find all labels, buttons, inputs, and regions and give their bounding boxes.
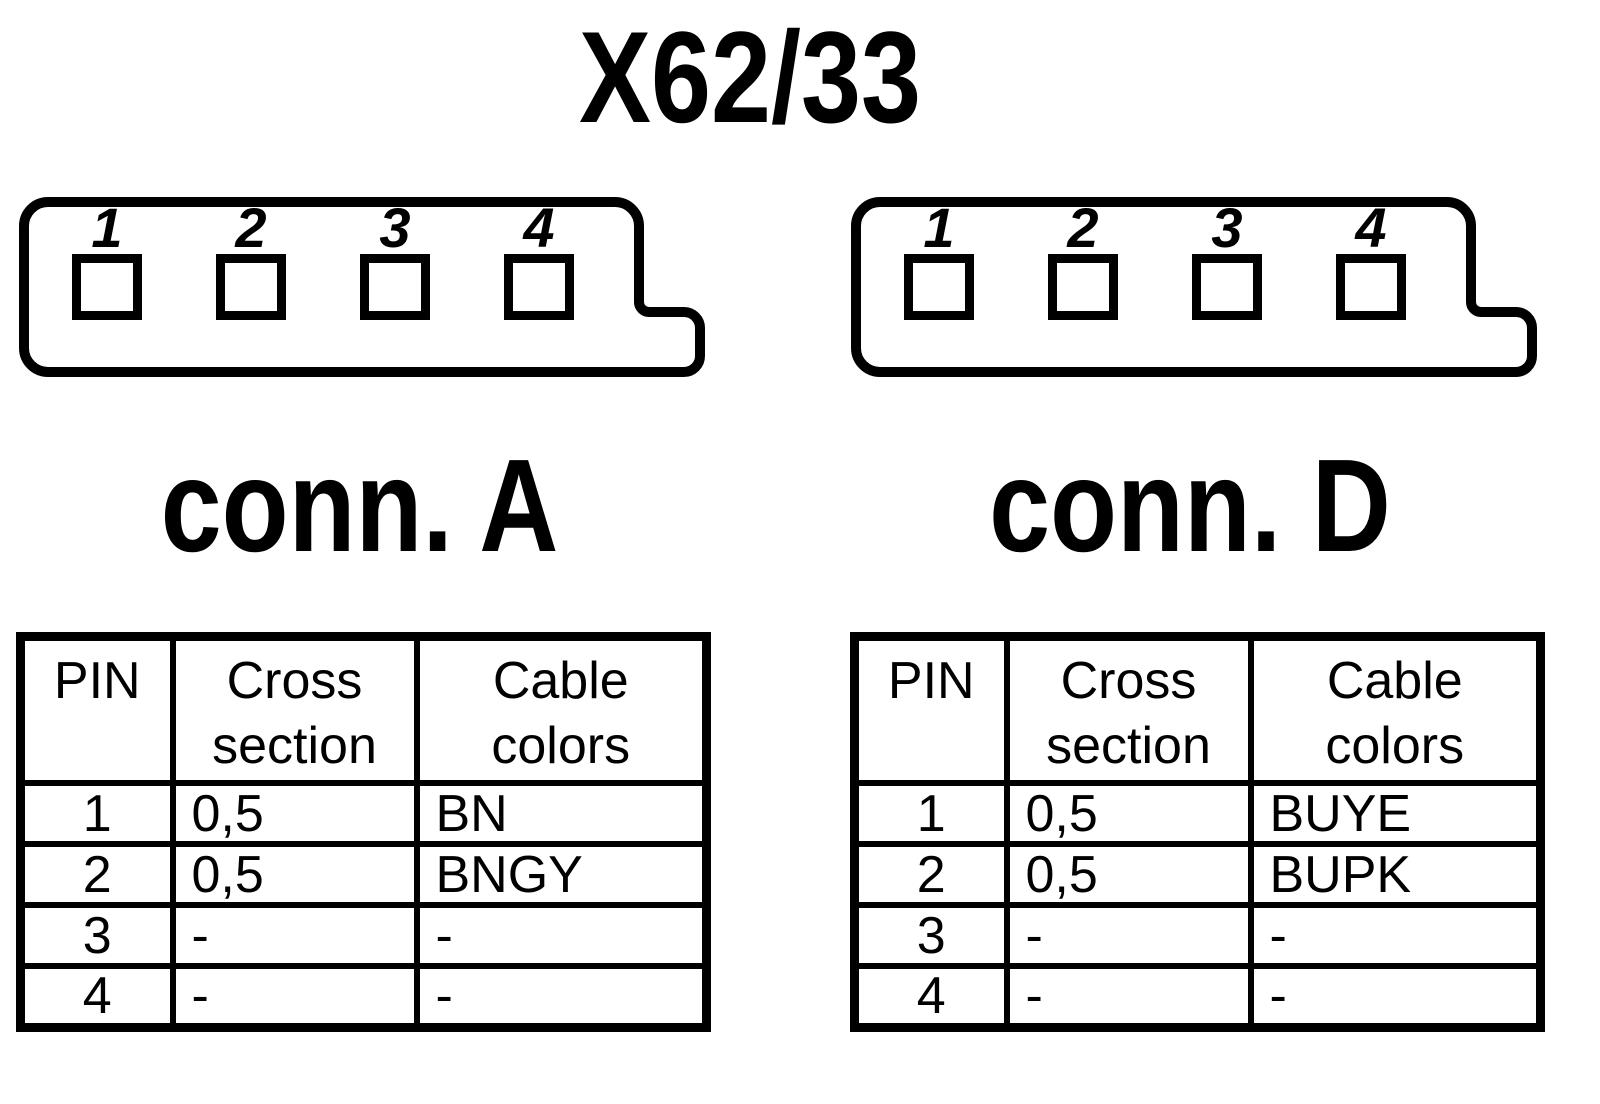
pin-number: 1 (923, 196, 955, 259)
pin-square (1048, 254, 1118, 320)
cable-color-cell: BN (413, 780, 710, 847)
pin-2: 2 (216, 192, 286, 322)
cable-color-cell: - (1247, 963, 1544, 1031)
pin-cell: 1 (17, 780, 176, 847)
pin-square (1336, 254, 1406, 320)
cross-section-cell: 0,5 (1003, 841, 1254, 908)
col-header-cross-section: Cross section (1003, 633, 1254, 786)
table-row: 4 - - (851, 963, 1544, 1031)
col-header-cross-section: Cross section (169, 633, 420, 786)
table-row: 2 0,5 BNGY (17, 841, 710, 908)
cross-section-cell: - (1003, 902, 1254, 969)
pin-1: 1 (72, 192, 142, 322)
col-header-pin: PIN (17, 633, 176, 786)
pin-4: 4 (504, 192, 574, 322)
pin-table-conn-d: PIN Cross section Cable colors 1 0,5 BUY… (850, 632, 1545, 1032)
col-header-cable-colors: Cable colors (413, 633, 710, 786)
cross-section-cell: 0,5 (169, 780, 420, 847)
cable-color-cell: BUPK (1247, 841, 1544, 908)
cross-section-cell: 0,5 (169, 841, 420, 908)
page-title-text: X62/33 (579, 4, 921, 150)
pin-cell: 1 (851, 780, 1010, 847)
pin-3: 3 (1192, 192, 1262, 322)
table-row: 2 0,5 BUPK (851, 841, 1544, 908)
pin-square (216, 254, 286, 320)
table-row: 4 - - (17, 963, 710, 1031)
cable-color-cell: - (1247, 902, 1544, 969)
header-row: PIN Cross section Cable colors (17, 633, 710, 786)
col-header-pin: PIN (851, 633, 1010, 786)
connector-drawing-d: 1 2 3 4 (846, 192, 1546, 382)
table-row: 3 - - (17, 902, 710, 969)
pin-square (1192, 254, 1262, 320)
cross-section-cell: - (169, 902, 420, 969)
cable-color-cell: BNGY (413, 841, 710, 908)
pin-square (360, 254, 430, 320)
pin-4: 4 (1336, 192, 1406, 322)
cross-section-cell: - (1003, 963, 1254, 1031)
page-title: X62/33 (0, 12, 1500, 142)
pin-cell: 2 (851, 841, 1010, 908)
pin-cell: 3 (851, 902, 1010, 969)
pin-number: 3 (1211, 196, 1243, 259)
connector-drawing-a: 1 2 3 4 (14, 192, 714, 382)
pin-number: 3 (379, 196, 411, 259)
pin-cell: 2 (17, 841, 176, 908)
table-row: 3 - - (851, 902, 1544, 969)
connector-d-label: conn. D (840, 440, 1540, 572)
pin-square (72, 254, 142, 320)
pin-cell: 3 (17, 902, 176, 969)
pin-table-conn-a: PIN Cross section Cable colors 1 0,5 BN … (16, 632, 711, 1032)
connector-a-label: conn. A (10, 440, 710, 572)
cable-color-cell: - (413, 963, 710, 1031)
table-row: 1 0,5 BUYE (851, 780, 1544, 847)
pin-1: 1 (904, 192, 974, 322)
pin-number: 2 (235, 196, 267, 259)
connector-a-label-text: conn. A (161, 432, 559, 579)
cross-section-cell: - (169, 963, 420, 1031)
table-row: 1 0,5 BN (17, 780, 710, 847)
header-row: PIN Cross section Cable colors (851, 633, 1544, 786)
pin-3: 3 (360, 192, 430, 322)
pin-number: 4 (523, 196, 555, 259)
cable-color-cell: BUYE (1247, 780, 1544, 847)
pin-square (504, 254, 574, 320)
pin-2: 2 (1048, 192, 1118, 322)
pin-cell: 4 (17, 963, 176, 1031)
pin-number: 2 (1067, 196, 1099, 259)
cable-color-cell: - (413, 902, 710, 969)
pin-number: 4 (1355, 196, 1387, 259)
pin-cell: 4 (851, 963, 1010, 1031)
connector-d-label-text: conn. D (989, 432, 1391, 579)
pin-square (904, 254, 974, 320)
cross-section-cell: 0,5 (1003, 780, 1254, 847)
col-header-cable-colors: Cable colors (1247, 633, 1544, 786)
pin-number: 1 (91, 196, 123, 259)
